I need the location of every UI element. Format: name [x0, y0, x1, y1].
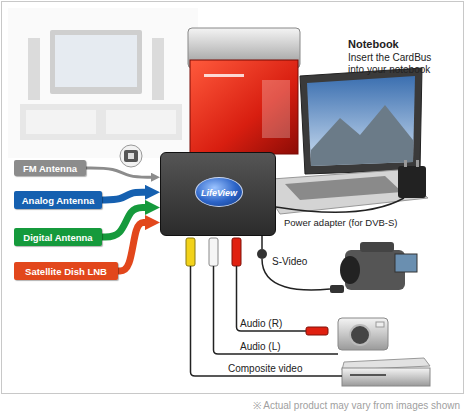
coax-connector-icon-part	[120, 145, 142, 167]
frame	[2, 2, 464, 394]
s-video-cable-part	[261, 236, 263, 249]
rca-cables-part	[237, 266, 307, 331]
tv-background-part	[20, 104, 182, 140]
tv-background-part	[152, 38, 164, 100]
coax-connector-icon-part	[124, 150, 138, 162]
tv-background-part	[26, 110, 96, 134]
tag-text: Analog Antenna	[22, 195, 94, 206]
s-video-cable-part	[257, 249, 267, 259]
cardbus-card-part	[204, 74, 244, 77]
antenna-tag: Analog Antenna	[14, 191, 102, 209]
rca-cables-part	[191, 266, 343, 376]
s-video-cable-part	[330, 285, 344, 293]
power-adapter-part	[416, 160, 419, 167]
tag-text: Digital Antenna	[23, 232, 92, 243]
tv-background-part	[8, 8, 198, 158]
cardbus-card	[188, 28, 300, 154]
cardbus-card-part	[190, 60, 298, 154]
notebook-note: Insert the CardBus into your notebook	[348, 52, 448, 76]
signal-arrow	[86, 168, 151, 177]
rca-cables-part	[186, 238, 195, 266]
tag-text: Satellite Dish LNB	[25, 266, 107, 277]
notebook-note: Notebook	[348, 38, 399, 50]
tv-tuner-box: LifeView	[160, 152, 276, 236]
s-video-cable	[257, 236, 344, 293]
cardbus-card-part	[262, 80, 290, 138]
digital-camera-part	[376, 322, 384, 327]
cable-label: Audio (L)	[240, 341, 281, 353]
power-adapter-part	[404, 160, 407, 167]
cable-label: Audio (R)	[240, 318, 282, 330]
laptop-part	[300, 68, 422, 174]
rca-cables-part	[209, 238, 218, 266]
digital-camera-part	[350, 325, 370, 345]
coax-connector-icon-part	[128, 153, 134, 159]
signal-arrow	[118, 223, 145, 271]
cable-label: Power adapter (for DVB-S)	[284, 217, 398, 229]
digital-camera-part	[338, 318, 388, 350]
camcorder-part	[395, 254, 417, 272]
frame-part	[2, 2, 464, 394]
brand-logo: LifeView	[195, 177, 243, 207]
digital-camera	[338, 318, 388, 350]
input-tag: Satellite Dish LNB	[14, 262, 118, 280]
rca-cables-part	[214, 266, 339, 354]
tv-background-part	[50, 30, 142, 94]
tv-background-part	[106, 110, 176, 134]
camcorder-part	[340, 256, 360, 284]
antenna-tag: Digital Antenna	[14, 228, 102, 246]
rca-cables-part	[306, 327, 328, 335]
tag-text: FM Antenna	[23, 163, 77, 174]
tv-background-part	[55, 35, 137, 87]
dvd-player-part	[342, 368, 430, 386]
power-adapter-part	[276, 198, 404, 212]
signal-arrow	[102, 192, 145, 200]
cable-label: S-Video	[272, 256, 307, 268]
power-adapter	[276, 160, 426, 212]
dvd-player-part	[350, 374, 386, 376]
tv-background	[8, 8, 198, 158]
coax-connector-icon	[120, 145, 142, 167]
camcorder	[340, 242, 417, 290]
laptop-part	[285, 176, 402, 200]
camcorder-part	[360, 242, 394, 252]
tv-background-part	[28, 38, 40, 100]
caption: ※ Actual product may vary from images sh…	[253, 400, 460, 412]
laptop-part	[311, 105, 413, 166]
cable-label: Composite video	[228, 363, 302, 375]
dvd-player	[342, 358, 430, 386]
rca-cables	[186, 238, 342, 376]
rca-cables-part	[232, 238, 241, 266]
laptop-part	[307, 76, 415, 166]
antenna-tag: FM Antenna	[14, 160, 86, 176]
power-adapter-part	[398, 166, 426, 198]
